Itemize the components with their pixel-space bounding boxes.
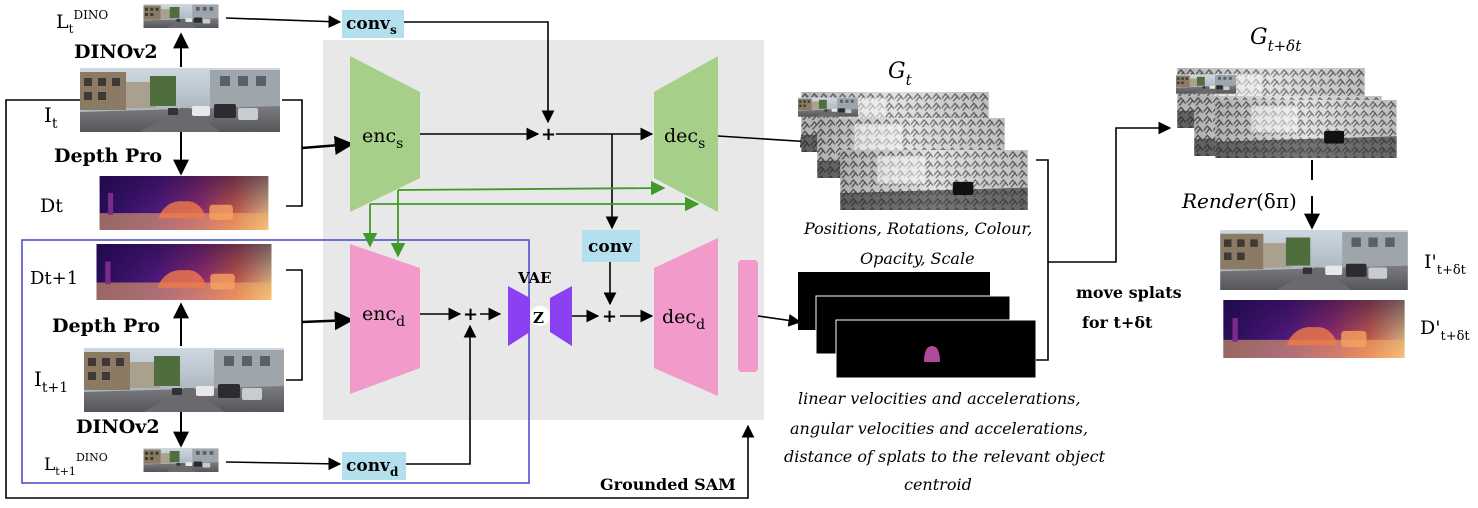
arrow-dino-to-conv-d xyxy=(225,457,342,471)
d-pred-label: D't+δt xyxy=(1420,317,1470,344)
vae-decoder-shape xyxy=(550,286,572,346)
grounded-sam-label: Grounded SAM xyxy=(600,475,736,494)
move-splats-line1: move splats xyxy=(1076,283,1182,302)
dinov2-bottom-label: DINOv2 xyxy=(76,416,160,438)
d-t-label: Dt xyxy=(40,195,63,217)
skip-enc-s-to-dec-s-a xyxy=(397,180,666,196)
enc-d-block xyxy=(350,244,420,394)
i-t-label: It xyxy=(44,103,58,132)
dynamic-attributes-line3: distance of splats to the relevant objec… xyxy=(784,447,1106,466)
vae-encoder-shape xyxy=(508,286,530,346)
conv-mid-label: conv xyxy=(588,237,633,257)
l-t-dino-label: LtDINO xyxy=(56,8,108,36)
gt-splat-render-1-color xyxy=(798,97,858,117)
bracket-top xyxy=(282,99,303,207)
static-attributes-line1: Positions, Rotations, Colour, xyxy=(803,219,1032,238)
latent-z-label: Z xyxy=(533,309,544,327)
plus-dynamic-1: + xyxy=(463,304,478,325)
arrow-to-g-next xyxy=(1048,121,1172,263)
conv-d-label: convd xyxy=(346,456,399,479)
dynamic-attributes-line1: linear velocities and accelerations, xyxy=(798,389,1081,408)
dino-feature-map-t xyxy=(143,4,219,28)
dec-d-block xyxy=(654,238,718,396)
enc-s-label: encs xyxy=(362,125,403,152)
enc-d-label: encd xyxy=(362,303,405,330)
plus-dynamic-2: + xyxy=(602,306,617,327)
conv-s-label: convs xyxy=(346,14,397,37)
vae-label: VAE xyxy=(517,269,552,287)
dynamic-attributes-line2: angular velocities and accelerations, xyxy=(790,419,1088,438)
conv-mid-box xyxy=(582,230,640,262)
static-attributes-line2: Opacity, Scale xyxy=(860,249,975,268)
mask-image-3 xyxy=(835,319,1037,379)
arrow-dec-s-to-gt xyxy=(717,134,814,148)
dino-feature-map-t1 xyxy=(143,448,219,472)
bracket-bottom xyxy=(286,269,303,381)
depth-pro-top-label: Depth Pro xyxy=(54,145,162,167)
depth-map-t xyxy=(99,176,269,230)
arrow-conv-s-to-plus xyxy=(404,21,555,124)
rendered-depth-image xyxy=(1223,300,1405,358)
dec-s-block xyxy=(654,56,718,212)
depth-pro-bottom-label: Depth Pro xyxy=(52,315,160,337)
g-t-label: Gt xyxy=(888,59,913,89)
i-pred-label: I't+δt xyxy=(1424,251,1467,278)
merge-bracket xyxy=(1036,159,1049,361)
gt-splat-render-3 xyxy=(840,150,1028,210)
depth-map-t1 xyxy=(96,244,272,300)
g-next-splat-render-1-color xyxy=(1176,74,1236,94)
dynamic-output-bar xyxy=(738,260,758,372)
dec-d-label: decd xyxy=(662,306,705,333)
move-splats-line2: for t+δt xyxy=(1082,313,1153,332)
d-t1-label: Dt+1 xyxy=(30,268,78,289)
conv-s-box xyxy=(342,10,404,38)
enc-s-block xyxy=(350,56,420,212)
g-next-splat-render-3 xyxy=(1215,100,1397,158)
arrow-to-enc-d xyxy=(301,311,354,331)
dynamic-attributes-line4: centroid xyxy=(904,475,972,494)
rendered-rgb-image xyxy=(1220,230,1408,290)
arrow-conv-d-to-plus xyxy=(406,324,477,465)
plus-static: + xyxy=(541,124,556,145)
arrow-to-enc-s xyxy=(301,135,354,155)
render-label: Render(δπ) xyxy=(1181,189,1297,213)
rgb-image-t xyxy=(80,68,280,132)
dec-s-label: decs xyxy=(664,125,705,152)
conv-d-box xyxy=(342,452,406,480)
future-frame-inputs-box xyxy=(21,239,530,484)
g-next-label: Gt+δt xyxy=(1250,25,1302,55)
l-t1-dino-label: Lt+1DINO xyxy=(44,451,108,478)
rgb-image-t1 xyxy=(84,348,284,412)
dinov2-top-label: DINOv2 xyxy=(74,41,158,63)
arrow-dino-to-conv-s xyxy=(225,15,342,28)
latent-circle xyxy=(530,306,550,326)
arrow-dec-d-to-masks xyxy=(757,314,802,327)
grounded-sam-loop-line xyxy=(5,99,755,499)
i-t1-label: It+1 xyxy=(34,367,68,396)
object-mask-blob xyxy=(924,346,940,362)
